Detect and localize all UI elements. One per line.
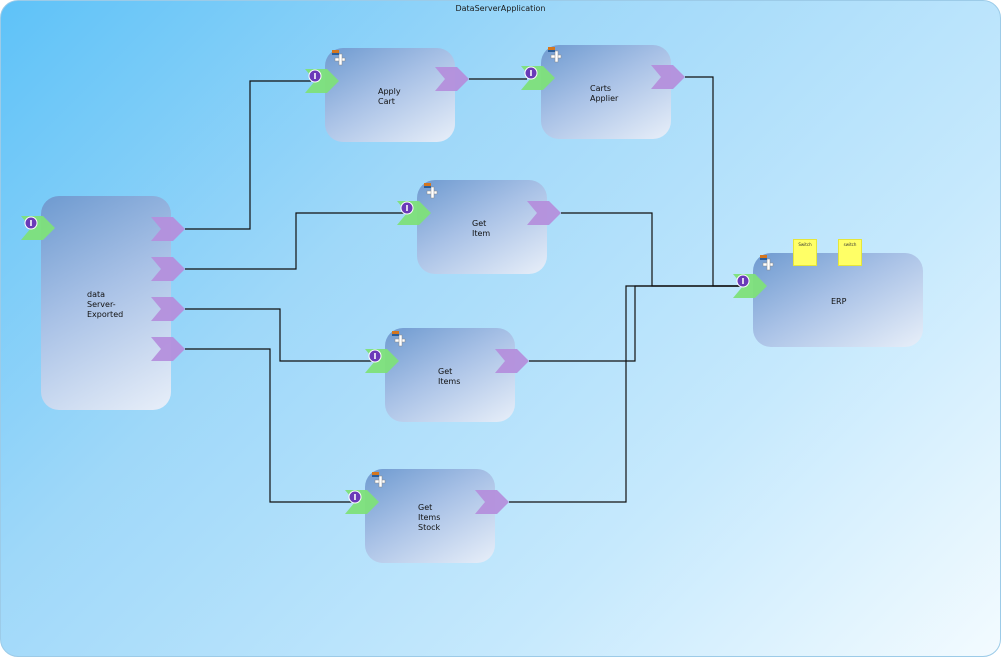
- svg-text:I: I: [374, 352, 377, 361]
- node-label-carts-applier: Carts Applier: [590, 84, 619, 103]
- get-item-interface-icon: I: [400, 201, 414, 215]
- node-label-get-items-stock: Get Items Stock: [418, 503, 441, 532]
- data-server-exported-output-terminal-1[interactable]: [151, 217, 185, 241]
- node-label-apply-cart: Apply Cart: [378, 87, 401, 106]
- wire-dse-get-items-stock: [185, 348, 353, 503]
- erp-component-tool-icon: [760, 255, 774, 271]
- node-apply-cart[interactable]: [325, 48, 455, 142]
- diagram-title: DataServerApplication: [455, 4, 546, 13]
- erp-interface-icon: I: [736, 274, 750, 288]
- node-get-item[interactable]: [417, 180, 547, 274]
- get-items-stock-output-terminal-1[interactable]: [475, 490, 509, 514]
- node-label-get-items: Get Items: [438, 367, 461, 386]
- node-get-items-stock[interactable]: [365, 469, 495, 563]
- node-carts-applier[interactable]: [541, 45, 671, 139]
- wire-dse-apply-cart: [185, 80, 311, 230]
- node-get-items[interactable]: [385, 328, 515, 422]
- carts-applier-component-tool-icon: [548, 47, 562, 63]
- data-server-exported-output-terminal-3[interactable]: [151, 297, 185, 321]
- sticky-note-1[interactable]: Switch: [793, 239, 817, 266]
- get-items-output-terminal-1[interactable]: [495, 349, 529, 373]
- get-items-stock-component-tool-icon: [372, 472, 386, 488]
- node-label-get-item: Get Item: [472, 219, 491, 238]
- wire-dse-get-items: [185, 308, 373, 362]
- get-items-stock-interface-icon: I: [348, 490, 362, 504]
- svg-text:I: I: [742, 277, 745, 286]
- node-label-data-server-exported: data Server- Exported: [87, 290, 124, 319]
- data-server-exported-output-terminal-4[interactable]: [151, 337, 185, 361]
- svg-text:I: I: [406, 204, 409, 213]
- node-erp[interactable]: [753, 253, 923, 347]
- wire-dse-get-item: [185, 212, 405, 270]
- get-item-component-tool-icon: [424, 183, 438, 199]
- apply-cart-output-terminal-1[interactable]: [435, 67, 469, 91]
- carts-applier-output-terminal-1[interactable]: [651, 65, 685, 89]
- node-label-erp: ERP: [831, 297, 847, 306]
- get-items-component-tool-icon: [392, 331, 406, 347]
- wire-get-items-stock-erp: [509, 285, 741, 503]
- data-server-exported-output-terminal-2[interactable]: [151, 257, 185, 281]
- carts-applier-interface-icon: I: [524, 66, 538, 80]
- apply-cart-interface-icon: I: [308, 69, 322, 83]
- svg-text:I: I: [314, 72, 317, 81]
- get-items-interface-icon: I: [368, 349, 382, 363]
- data-server-exported-interface-icon: I: [24, 216, 38, 230]
- svg-text:I: I: [530, 69, 533, 78]
- svg-text:I: I: [354, 493, 357, 502]
- sticky-note-2[interactable]: switch: [838, 239, 862, 266]
- get-item-output-terminal-1[interactable]: [527, 201, 561, 225]
- apply-cart-component-tool-icon: [332, 50, 346, 66]
- node-data-server-exported[interactable]: [41, 196, 171, 410]
- svg-text:I: I: [30, 219, 33, 228]
